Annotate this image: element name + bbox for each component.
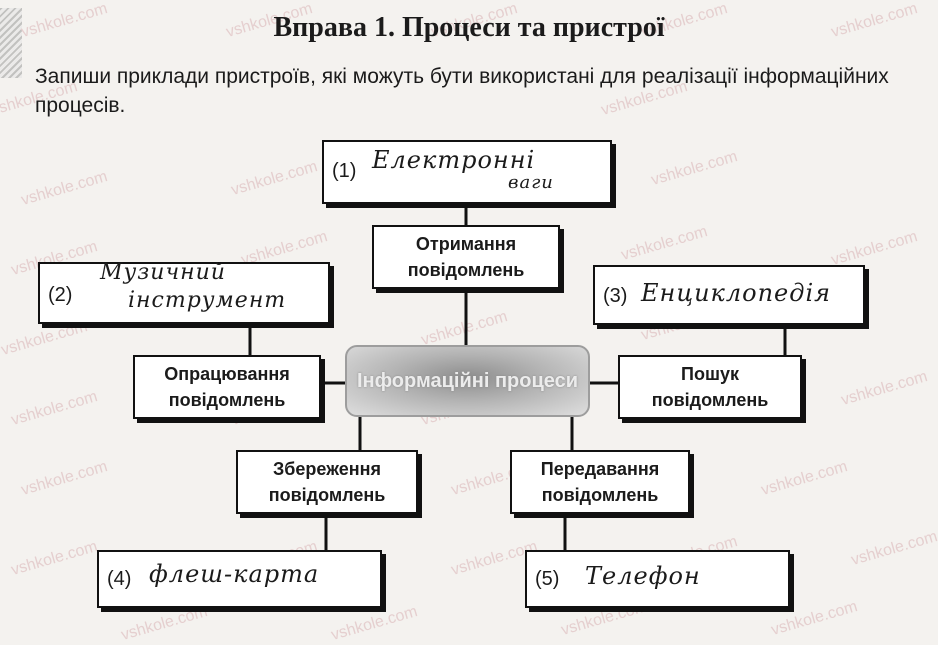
process-label: Опрацювання повідомлень — [164, 364, 290, 410]
answer-number: (4) — [107, 568, 132, 590]
page-title: Вправа 1. Процеси та пристрої — [273, 12, 665, 43]
process-label: Збереження повідомлень — [268, 459, 386, 505]
process-box-transfer: Передавання повідомлень — [510, 450, 690, 514]
answer-box-5: (5) Телефон — [525, 550, 790, 608]
answer-box-1: (1) Електронні ваги — [322, 140, 612, 204]
center-label: Інформаційні процеси — [356, 370, 579, 392]
handwritten-answer-line2: ваги — [508, 172, 554, 193]
process-box-process: Опрацювання повідомлень — [133, 355, 321, 419]
answer-box-2: (2) Музичний інструмент — [38, 260, 330, 324]
answer-number: (1) — [332, 160, 357, 182]
answer-number: (3) — [603, 285, 628, 307]
process-label: Передавання повідомлень — [540, 459, 660, 505]
handwritten-answer-line2: інструмент — [128, 288, 287, 313]
process-label: Отримання повідомлень — [407, 234, 525, 280]
handwritten-answer: Телефон — [585, 562, 701, 590]
handwritten-answer: Енциклопедія — [641, 279, 832, 307]
answer-number: (5) — [535, 568, 560, 590]
handwritten-answer: Електронні — [372, 146, 536, 174]
process-label: Пошук повідомлень — [651, 364, 769, 410]
answer-box-3: (3) Енциклопедія — [593, 265, 865, 325]
instruction-text: Запиши приклади пристроїв, які можуть бу… — [35, 65, 889, 117]
answer-number: (2) — [48, 284, 73, 306]
process-box-store: Збереження повідомлень — [236, 450, 418, 514]
scan-edge-mark — [0, 8, 22, 78]
handwritten-answer: Музичний — [100, 260, 226, 285]
handwritten-answer: флеш-карта — [149, 560, 320, 588]
center-node: Інформаційні процеси — [345, 345, 590, 417]
process-box-receive: Отримання повідомлень — [372, 225, 560, 289]
process-box-search: Пошук повідомлень — [618, 355, 802, 419]
answer-box-4: (4) флеш-карта — [97, 550, 382, 608]
